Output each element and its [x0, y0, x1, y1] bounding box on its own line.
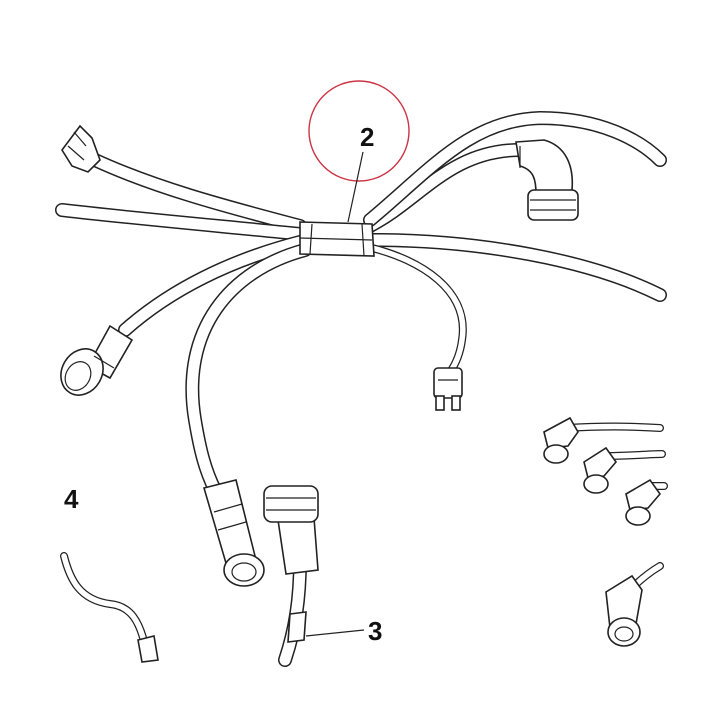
elbow-connector	[515, 139, 579, 221]
cable-item-4	[60, 552, 159, 663]
left-round-connector	[60, 324, 134, 396]
cable-item-3	[263, 485, 319, 667]
highlight-circle	[308, 80, 410, 182]
harness-sleeve	[299, 221, 375, 257]
callout-label-3: 3	[368, 616, 383, 646]
lower-left-connector	[202, 479, 265, 587]
bottom-right-connector	[605, 562, 664, 647]
leader-line-2	[347, 151, 364, 223]
harness-cables	[55, 111, 667, 497]
spade-connector	[433, 367, 463, 411]
callout-label-2: 2	[360, 122, 375, 152]
leader-line-3	[305, 629, 365, 637]
upper-left-connector	[61, 124, 101, 173]
small-connector-group	[543, 416, 668, 526]
callout-label-4: 4	[64, 484, 79, 514]
